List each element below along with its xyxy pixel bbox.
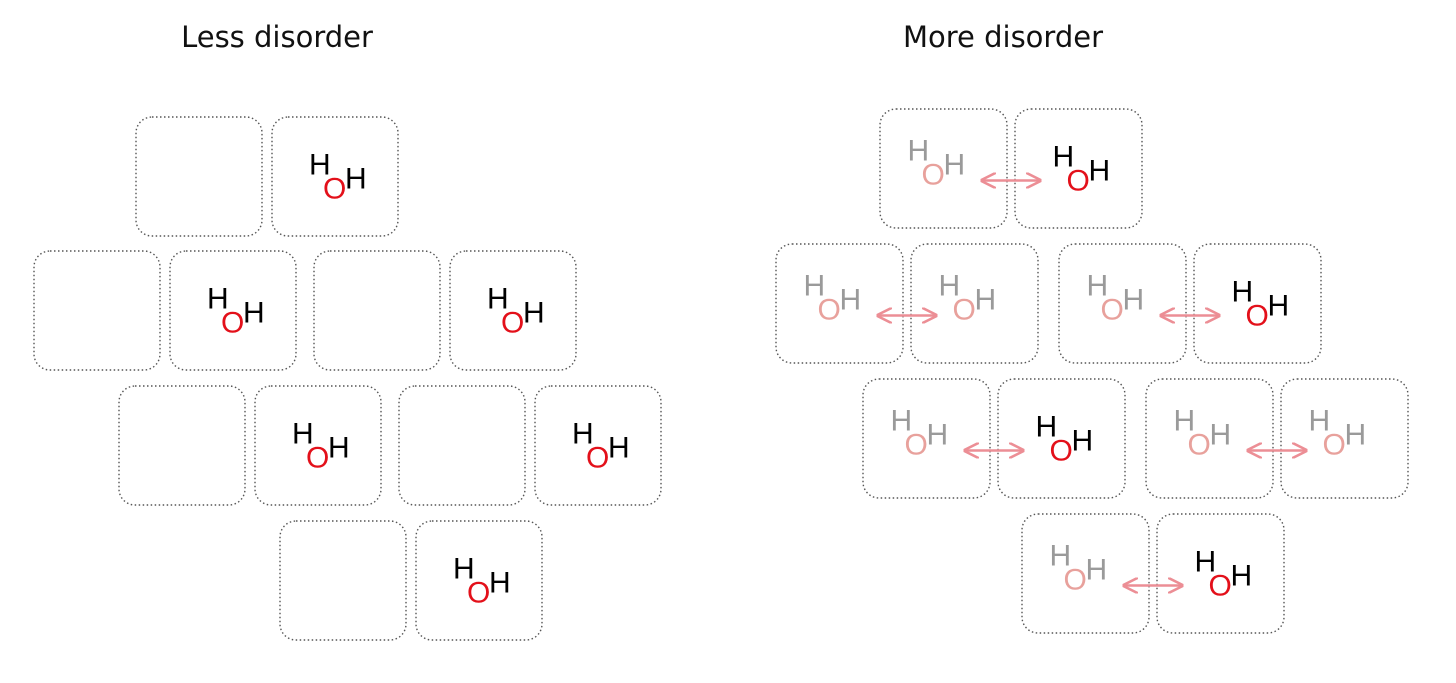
lattice-cell-empty: [118, 385, 246, 506]
oxygen-atom: O: [905, 429, 928, 462]
hydrogen-atom: H: [1210, 419, 1232, 452]
hydrogen-atom: H: [523, 297, 545, 330]
lattice-cell-filled: [534, 385, 662, 506]
hydrogen-atom: H: [975, 284, 997, 317]
oxygen-atom: O: [586, 442, 609, 475]
hydrogen-atom: H: [572, 418, 594, 451]
lattice-cell-filled: [415, 520, 543, 641]
oxygen-atom: O: [221, 307, 244, 340]
water-molecule: HOH: [1036, 411, 1094, 468]
hydrogen-atom: H: [939, 270, 961, 303]
water-molecule-faded: HOH: [908, 135, 966, 192]
hydrogen-atom: H: [453, 553, 475, 586]
water-molecule: HOH: [207, 283, 265, 340]
oxygen-atom: O: [953, 294, 976, 327]
hydrogen-atom: H: [292, 418, 314, 451]
hydrogen-atom: H: [1123, 284, 1145, 317]
lattice-cell-empty: [398, 385, 526, 506]
hydrogen-atom: H: [840, 284, 862, 317]
hydrogen-atom: H: [489, 567, 511, 600]
oxygen-atom: O: [922, 159, 945, 192]
water-molecule: HOH: [292, 418, 350, 475]
hydrogen-atom: H: [1268, 290, 1290, 323]
lattice-cell-empty: [279, 520, 407, 641]
hydrogen-atom: H: [487, 283, 509, 316]
lattice-cell-filled: [271, 116, 399, 237]
water-molecule-faded: HOH: [1174, 405, 1232, 462]
hydrogen-atom: H: [1232, 276, 1254, 309]
hydrogen-atom: H: [1174, 405, 1196, 438]
hydrogen-atom: H: [1195, 546, 1217, 579]
water-molecule: HOH: [1232, 276, 1290, 333]
water-molecule: HOH: [309, 149, 367, 206]
hydrogen-atom: H: [1231, 560, 1253, 593]
lattice-cell-filled: [169, 250, 297, 371]
hydrogen-atom: H: [1036, 411, 1058, 444]
hydrogen-atom: H: [804, 270, 826, 303]
water-molecule: HOH: [453, 553, 511, 610]
water-molecule: HOH: [572, 418, 630, 475]
hydrogen-atom: H: [243, 297, 265, 330]
hydrogen-atom: H: [1086, 554, 1108, 587]
water-molecule-faded: HOH: [1309, 405, 1367, 462]
hydrogen-atom: H: [944, 149, 966, 182]
hydrogen-atom: H: [345, 163, 367, 196]
hydrogen-atom: H: [908, 135, 930, 168]
hydrogen-atom: H: [608, 432, 630, 465]
oxygen-atom: O: [306, 442, 329, 475]
water-molecule-faded: HOH: [1087, 270, 1145, 327]
hydrogen-atom: H: [1072, 425, 1094, 458]
hydrogen-atom: H: [1087, 270, 1109, 303]
hydrogen-atom: H: [1050, 540, 1072, 573]
water-molecule-faded: HOH: [891, 405, 949, 462]
lattice-cell-empty: [135, 116, 263, 237]
water-molecule-faded: HOH: [804, 270, 862, 327]
more-disorder-title: More disorder: [902, 20, 1104, 54]
oxygen-atom: O: [1067, 165, 1090, 198]
oxygen-atom: O: [1246, 300, 1269, 333]
oxygen-atom: O: [1050, 435, 1073, 468]
lattice-cell-empty: [313, 250, 441, 371]
lattice-cell-filled: [449, 250, 577, 371]
oxygen-atom: O: [1064, 564, 1087, 597]
water-molecule-faded: HOH: [1050, 540, 1108, 597]
hydrogen-atom: H: [328, 432, 350, 465]
hydrogen-atom: H: [927, 419, 949, 452]
water-molecule: HOH: [487, 283, 545, 340]
hydrogen-atom: H: [309, 149, 331, 182]
oxygen-atom: O: [323, 173, 346, 206]
hydrogen-atom: H: [1053, 141, 1075, 174]
oxygen-atom: O: [1188, 429, 1211, 462]
hydrogen-atom: H: [207, 283, 229, 316]
water-molecule: HOH: [1195, 546, 1253, 603]
lattice-cell-filled: [254, 385, 382, 506]
hydrogen-atom: H: [1309, 405, 1331, 438]
oxygen-atom: O: [501, 307, 524, 340]
hydrogen-atom: H: [1089, 155, 1111, 188]
oxygen-atom: O: [1323, 429, 1346, 462]
water-molecule: HOH: [1053, 141, 1111, 198]
oxygen-atom: O: [818, 294, 841, 327]
less-disorder-title: Less disorder: [181, 20, 373, 54]
lattice-cell-empty: [33, 250, 161, 371]
oxygen-atom: O: [1209, 570, 1232, 603]
water-molecule-faded: HOH: [939, 270, 997, 327]
hydrogen-atom: H: [891, 405, 913, 438]
oxygen-atom: O: [467, 577, 490, 610]
hydrogen-atom: H: [1345, 419, 1367, 452]
oxygen-atom: O: [1101, 294, 1124, 327]
